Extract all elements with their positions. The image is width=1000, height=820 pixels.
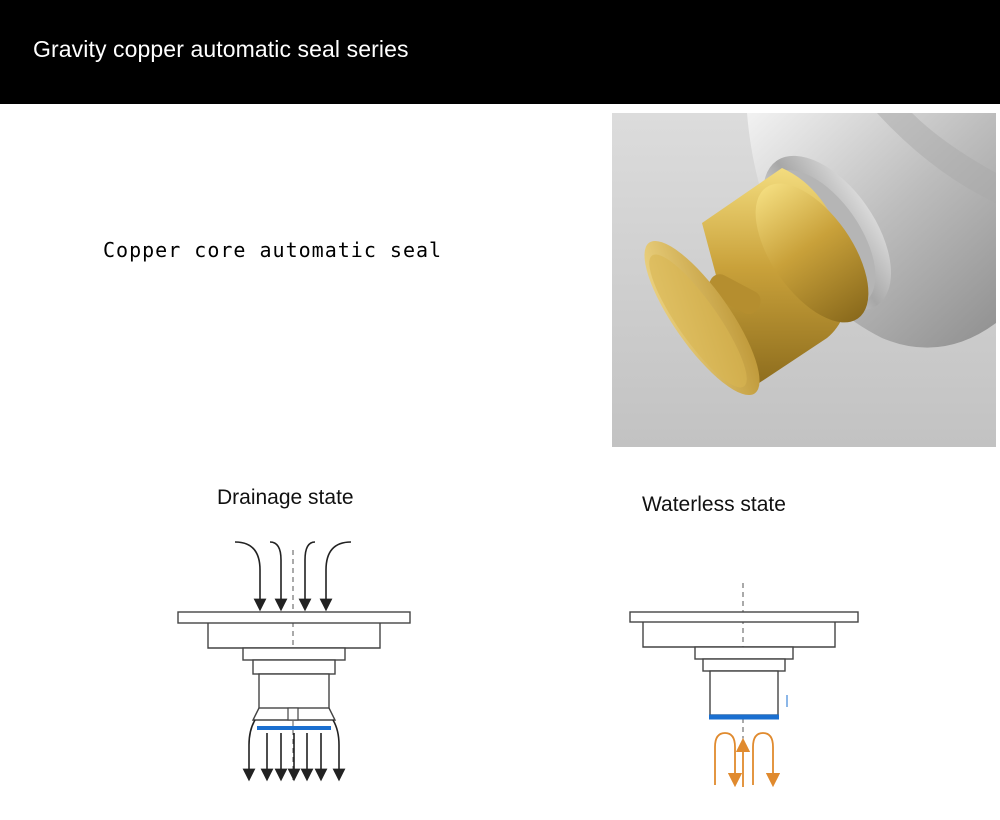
header-bar: Gravity copper automatic seal series bbox=[0, 0, 1000, 104]
drainage-diagram bbox=[177, 541, 411, 782]
waterless-state-label: Waterless state bbox=[642, 493, 786, 516]
product-photo bbox=[612, 113, 996, 447]
product-subtitle: Copper core automatic seal bbox=[103, 238, 443, 262]
waterless-diagram bbox=[629, 583, 859, 790]
page-title: Gravity copper automatic seal series bbox=[33, 36, 409, 62]
drainage-state-label: Drainage state bbox=[217, 486, 354, 509]
